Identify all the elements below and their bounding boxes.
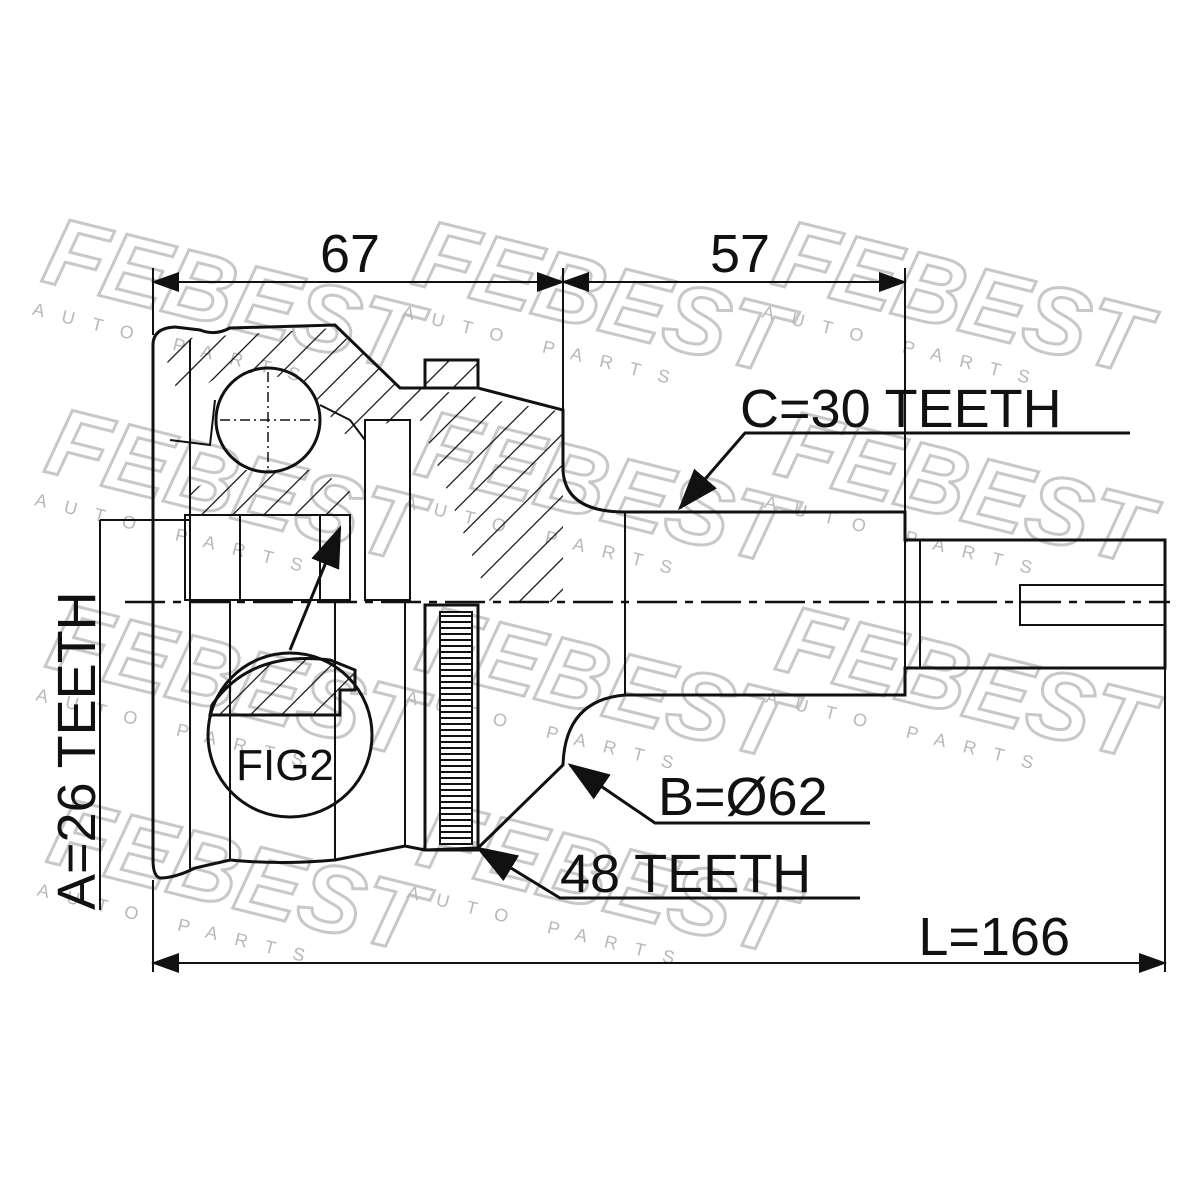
dimension-total-length: L=166 <box>918 907 1070 967</box>
dimension-57: 57 <box>710 224 770 284</box>
fig2-detail: FIG2 <box>206 525 374 819</box>
fig2-label: FIG2 <box>236 741 334 790</box>
dimension-67: 67 <box>320 224 380 284</box>
cage <box>364 419 411 601</box>
spline-c-label: C=30 TEETH <box>740 379 1062 439</box>
spline-a-label: A=26 TEETH <box>47 591 107 910</box>
diameter-b-label: B=Ø62 <box>658 767 828 827</box>
abs-tone-ring <box>423 603 480 852</box>
abs-teeth-label: 48 TEETH <box>560 844 811 904</box>
joint-outline <box>151 323 1167 880</box>
ball <box>214 366 322 474</box>
dimension-lines <box>99 268 1167 973</box>
section-hatching <box>160 328 563 602</box>
